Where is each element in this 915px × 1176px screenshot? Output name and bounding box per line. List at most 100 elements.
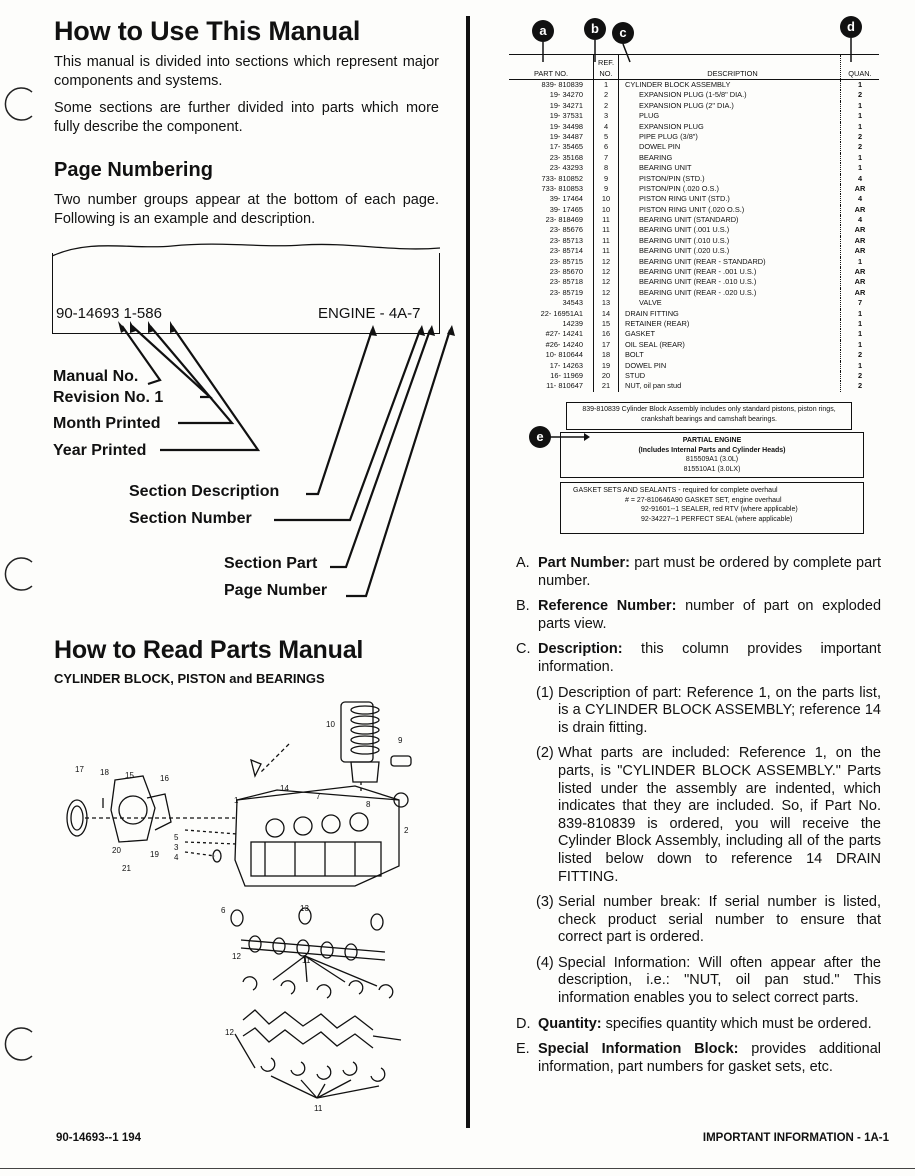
binder-hole <box>4 557 33 591</box>
explanations-list: A.Part Number: part must be ordered by c… <box>516 555 881 1084</box>
label-section-description: Section Description <box>129 483 280 500</box>
figure-ref: 7 <box>316 792 321 801</box>
cell-quantity: 4 <box>840 173 879 184</box>
partial-engine-line3: 815510A1 (3.0LX) <box>683 465 741 473</box>
figure-ref: 16 <box>160 774 169 783</box>
cell-part-no: 17- 14263 <box>549 360 583 370</box>
cell-quantity: AR <box>840 235 879 247</box>
cell-part-no: 23- 85713 <box>549 235 583 245</box>
callout-leader-lines <box>118 321 455 598</box>
list-subitem-1: (1)Description of part: Reference 1, on … <box>516 685 881 738</box>
cell-quantity: 1 <box>840 308 879 319</box>
cell-description: NUT, oil pan stud <box>625 381 682 391</box>
list-text: Description of part: Reference 1, on the… <box>558 684 881 736</box>
figure-ref: 2 <box>404 826 409 835</box>
list-key: (1) <box>536 684 554 701</box>
list-key: A. <box>516 555 530 571</box>
gasket-line2: 92-91601--1 SEALER, red RTV (where appli… <box>641 506 798 513</box>
cell-part-no: 11- 810647 <box>546 381 583 391</box>
figure-ref: 1 <box>234 796 239 805</box>
parts-table: PART NO. REF. NO. DESCRIPTION QUAN. 839-… <box>509 54 879 392</box>
figure-ref: 11 <box>314 1104 323 1113</box>
cell-ref-no: 7 <box>593 152 619 164</box>
cell-description: BEARING UNIT (REAR - .010 U.S.) <box>639 277 757 287</box>
list-text: provides additional information, part nu… <box>538 1041 881 1075</box>
list-label: Reference Number: <box>538 598 677 615</box>
cell-part-no: 34543 <box>562 298 583 308</box>
list-item-d: D.Quantity: specifies quantity which mus… <box>516 1016 881 1034</box>
cell-quantity: 1 <box>840 152 879 164</box>
list-text: number of part on exploded parts view. <box>538 598 882 632</box>
cell-quantity: 1 <box>840 100 879 112</box>
cell-part-no: 23- 85719 <box>549 287 583 297</box>
footer-section-page: IMPORTANT INFORMATION - 1A-1 <box>702 1132 889 1144</box>
cell-description: BEARING <box>639 152 673 162</box>
cell-ref-no: 4 <box>593 121 619 132</box>
list-text: What parts are included: Reference 1, on… <box>558 745 881 885</box>
figure-ref: 17 <box>75 765 84 774</box>
cell-ref-no: 6 <box>593 142 619 153</box>
cell-description: PISTON/PIN (.020 O.S.) <box>639 183 719 193</box>
figure-ref: 10 <box>326 720 335 729</box>
cell-part-no: 23- 43293 <box>549 163 583 173</box>
cell-part-no: 733- 810852 <box>541 173 583 183</box>
cell-quantity: AR <box>840 204 879 216</box>
figure-ref: 21 <box>122 864 131 873</box>
cell-ref-no: 8 <box>593 163 619 174</box>
cell-quantity: 1 <box>840 111 879 122</box>
list-label: Special Information Block: <box>538 1041 739 1058</box>
cell-part-no: 23- 85676 <box>549 225 583 235</box>
cell-part-no: 22- 16951A1 <box>540 308 583 318</box>
header-description: DESCRIPTION <box>707 68 758 78</box>
figure-ref: 14 <box>280 784 289 793</box>
cell-quantity: 2 <box>840 90 879 101</box>
label-section-part: Section Part <box>224 555 318 572</box>
cell-quantity: 2 <box>840 142 879 153</box>
column-divider <box>466 16 470 1128</box>
cell-part-no: 19- 34498 <box>549 121 583 131</box>
marker-c: c <box>612 22 634 44</box>
cell-description: BEARING UNIT (.010 U.S.) <box>639 235 730 245</box>
binder-hole <box>4 1027 33 1061</box>
cell-ref-no: 20 <box>593 370 619 382</box>
cell-quantity: 1 <box>840 360 879 371</box>
cell-ref-no: 17 <box>593 339 619 351</box>
cell-quantity: 1 <box>840 163 879 174</box>
cell-description: OIL SEAL (REAR) <box>625 339 685 349</box>
cell-part-no: 19- 37531 <box>549 111 583 121</box>
cell-part-no: 23- 85718 <box>549 277 583 287</box>
page-title: How to Use This Manual <box>54 16 361 46</box>
partial-engine-box: PARTIAL ENGINE (Includes Internal Parts … <box>560 432 864 478</box>
cell-ref-no: 11 <box>593 235 619 247</box>
cell-quantity: 1 <box>840 80 879 91</box>
cell-ref-no: 12 <box>593 256 619 268</box>
page-numbering-paragraph: Two number groups appear at the bottom o… <box>54 192 439 227</box>
cell-description: BEARING UNIT (REAR - .001 U.S.) <box>639 267 757 277</box>
cell-part-no: 23- 85670 <box>549 267 583 277</box>
figure-ref: 18 <box>100 768 109 777</box>
cell-description: PISTON RING UNIT (STD.) <box>639 194 730 204</box>
cell-part-no: 39- 17464 <box>549 194 583 204</box>
list-subitem-3: (3)Serial number break: If serial number… <box>516 894 881 947</box>
cell-quantity: 1 <box>840 256 879 268</box>
table-row: 23- 85713 11 BEARING UNIT (.010 U.S.) AR <box>509 235 879 247</box>
cell-quantity: AR <box>840 287 879 299</box>
cell-description: PIPE PLUG (3/8") <box>639 131 698 141</box>
list-label: Description: <box>538 641 623 658</box>
cell-description: EXPANSION PLUG (2" DIA.) <box>639 100 734 110</box>
list-key: C. <box>516 641 531 658</box>
cell-part-no: 23- 85714 <box>549 246 583 256</box>
cell-ref-no: 21 <box>593 381 619 392</box>
cell-ref-no: 11 <box>593 246 619 257</box>
gasket-title: GASKET SETS AND SEALANTS - required for … <box>573 487 778 494</box>
cell-description: CYLINDER BLOCK ASSEMBLY <box>625 80 731 89</box>
